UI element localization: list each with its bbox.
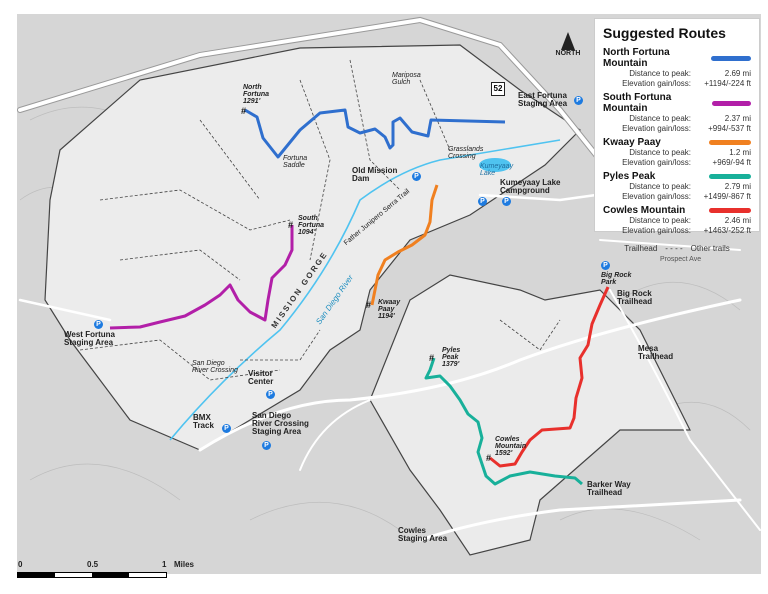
label-prospect-ave: Prospect Ave bbox=[660, 256, 702, 263]
distance-label: Distance to peak: bbox=[629, 148, 691, 157]
elevation-value: +1499/-867 ft bbox=[703, 192, 751, 201]
label-barker-way-trailhead: Barker Way Trailhead bbox=[587, 480, 631, 497]
kumeyaay-lake bbox=[479, 158, 511, 172]
peak-label-cowles: Cowles Mountain 1592' bbox=[495, 436, 527, 457]
parking-icon: P bbox=[266, 390, 275, 399]
legend-route-pyles-peak[interactable]: Pyles Peak Distance to peak: 2.79 mi Elev… bbox=[603, 171, 751, 202]
route-kwaay-paay[interactable] bbox=[370, 184, 439, 306]
label-mesa-trailhead: Mesa Trailhead bbox=[638, 344, 674, 361]
route-pyles-peak[interactable] bbox=[424, 357, 583, 486]
route-swatch bbox=[709, 208, 751, 213]
label-old-mission-dam: Old Mission Dam bbox=[352, 166, 398, 183]
svg-text:#: # bbox=[288, 220, 293, 230]
route-name: North Fortuna Mountain bbox=[603, 47, 670, 69]
elevation-label: Elevation gain/loss: bbox=[622, 79, 691, 88]
legend-panel: Suggested Routes North Fortuna Mountain … bbox=[594, 18, 760, 253]
distance-label: Distance to peak: bbox=[629, 69, 691, 78]
label-mariposa-gulch: Mariposa Gulch bbox=[392, 72, 421, 86]
parking-icon: P bbox=[94, 320, 103, 329]
route-swatch bbox=[711, 100, 751, 106]
elevation-label: Elevation gain/loss: bbox=[622, 226, 691, 235]
park-area-south bbox=[369, 274, 691, 556]
parking-icon: P bbox=[262, 441, 271, 450]
legend-title: Suggested Routes bbox=[603, 25, 726, 41]
route-swatch bbox=[709, 174, 751, 179]
label-sd-river-crossing: San Diego River Crossing bbox=[192, 360, 238, 374]
label-fortuna-saddle: Fortuna Saddle bbox=[283, 155, 308, 169]
svg-text:#: # bbox=[366, 300, 371, 310]
label-kumeyaay-campground: Kumeyaay Lake Campground bbox=[500, 178, 561, 195]
svg-text:#: # bbox=[429, 353, 434, 363]
legend-trailhead: Trailhead bbox=[624, 244, 658, 253]
peak-markers: # # # # # bbox=[241, 106, 491, 463]
legend-route-south-fortuna[interactable]: South Fortuna Mountain Distance to peak:… bbox=[603, 92, 751, 134]
scale-unit: Miles bbox=[174, 560, 195, 569]
other-trails bbox=[79, 59, 561, 381]
parking-icon: P bbox=[574, 96, 583, 105]
parking-icon: P bbox=[412, 172, 421, 181]
label-grasslands-crossing: Grasslands Crossing bbox=[448, 146, 484, 160]
route-north-fortuna[interactable] bbox=[244, 108, 506, 159]
parking-icon: P bbox=[502, 197, 511, 206]
distance-value: 2.79 mi bbox=[724, 182, 751, 191]
route-swatch bbox=[711, 55, 751, 61]
svg-text:#: # bbox=[241, 106, 246, 116]
roads bbox=[17, 16, 761, 542]
distance-label: Distance to peak: bbox=[629, 182, 691, 191]
peak-label-north-fortuna: North Fortuna 1291' bbox=[243, 84, 270, 105]
distance-value: 2.46 mi bbox=[724, 216, 751, 225]
elevation-label: Elevation gain/loss: bbox=[622, 158, 691, 167]
distance-label: Distance to peak: bbox=[629, 114, 691, 123]
route-name: Kwaay Paay bbox=[603, 137, 661, 148]
legend-route-kwaay-paay[interactable]: Kwaay Paay Distance to peak: 1.2 mi Eleva… bbox=[603, 137, 751, 168]
san-diego-river bbox=[169, 139, 561, 441]
route-south-fortuna[interactable] bbox=[109, 225, 294, 330]
peak-label-south-fortuna: South Fortuna 1094' bbox=[298, 215, 325, 236]
route-swatch bbox=[709, 140, 751, 145]
legend-other-trails: Other trails bbox=[690, 244, 730, 253]
distance-value: 1.2 mi bbox=[729, 148, 751, 157]
north-arrow-icon bbox=[561, 32, 575, 50]
label-west-fortuna-staging: West Fortuna Staging Area bbox=[64, 330, 115, 347]
parking-icon: P bbox=[478, 197, 487, 206]
elevation-label: Elevation gain/loss: bbox=[622, 124, 691, 133]
dashed-line-icon: - - - - bbox=[665, 244, 683, 253]
route-name: South Fortuna Mountain bbox=[603, 92, 672, 114]
scale-tick-half: 0.5 bbox=[87, 560, 99, 569]
park-area-north bbox=[44, 44, 581, 451]
north-arrow: NORTH bbox=[553, 32, 583, 57]
label-east-fortuna-staging: East Fortuna Staging Area bbox=[518, 91, 568, 108]
label-big-rock-park: Big Rock Park bbox=[601, 272, 632, 286]
elevation-label: Elevation gain/loss: bbox=[622, 192, 691, 201]
label-kumeyaay-lake: Kumeyaay Lake bbox=[480, 163, 514, 177]
elevation-value: +994/-537 ft bbox=[708, 124, 751, 133]
svg-text:#: # bbox=[486, 453, 491, 463]
elevation-value: +969/-94 ft bbox=[712, 158, 751, 167]
scale-tick-0: 0 bbox=[18, 560, 23, 569]
label-bmx-track: BMX Track bbox=[193, 413, 214, 430]
label-cowles-staging: Cowles Staging Area bbox=[398, 526, 448, 543]
label-visitor-center: Visitor Center bbox=[248, 369, 274, 386]
scale-bar-graphic bbox=[17, 572, 167, 578]
highway-shield: 52 bbox=[491, 82, 505, 96]
scale-tick-1: 1 bbox=[162, 560, 167, 569]
legend-route-cowles-mountain[interactable]: Cowles Mountain Distance to peak: 2.46 mi… bbox=[603, 205, 751, 236]
elevation-value: +1194/-224 ft bbox=[704, 79, 751, 88]
north-label: NORTH bbox=[555, 50, 581, 57]
label-big-rock-trailhead: Big Rock Trailhead bbox=[617, 289, 653, 306]
distance-label: Distance to peak: bbox=[629, 216, 691, 225]
parking-icon: P bbox=[222, 424, 231, 433]
route-name: Pyles Peak bbox=[603, 171, 656, 182]
parking-icon: P bbox=[601, 261, 610, 270]
legend-route-north-fortuna[interactable]: North Fortuna Mountain Distance to peak:… bbox=[603, 47, 751, 89]
route-name: Cowles Mountain bbox=[603, 205, 686, 216]
route-cowles-mountain[interactable] bbox=[489, 286, 610, 468]
peak-label-kwaay-paay: Kwaay Paay 1194' bbox=[378, 299, 401, 320]
peak-label-pyles: Pyles Peak 1379' bbox=[442, 347, 461, 368]
elevation-value: +1463/-252 ft bbox=[703, 226, 751, 235]
distance-value: 2.69 mi bbox=[724, 69, 751, 78]
label-sd-river-staging: San Diego River Crossing Staging Area bbox=[252, 411, 309, 436]
distance-value: 2.37 mi bbox=[724, 114, 751, 123]
